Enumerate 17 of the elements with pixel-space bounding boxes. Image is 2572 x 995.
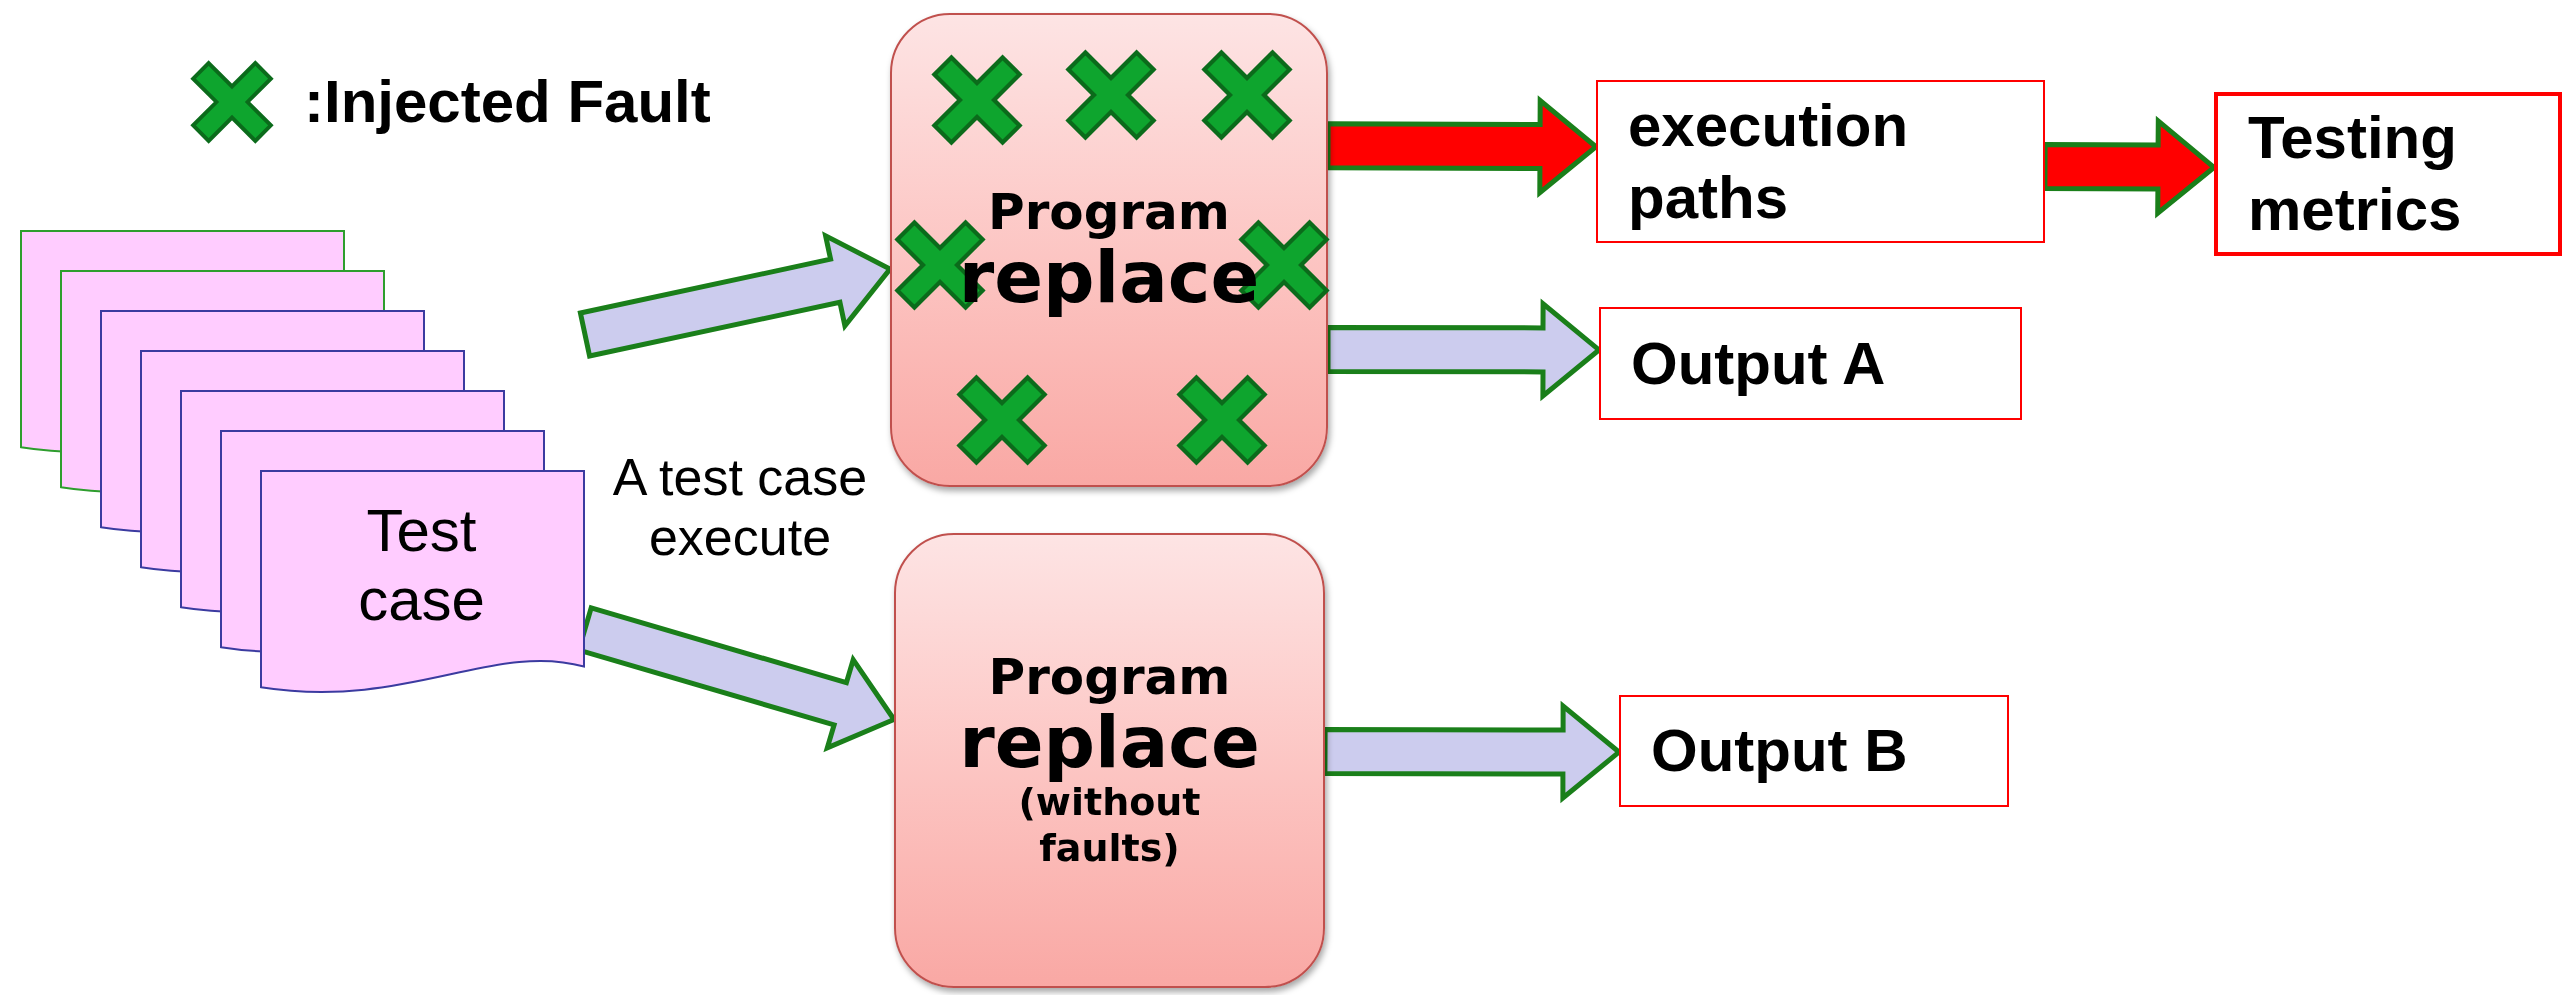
node-heading: Program bbox=[988, 649, 1231, 705]
output-box bbox=[2214, 92, 2562, 256]
annotation-text: A test case execute bbox=[611, 448, 869, 568]
node-text: execution paths bbox=[1628, 90, 1910, 233]
node-text: Testing metrics bbox=[2248, 103, 2463, 245]
program-name: replace bbox=[958, 239, 1260, 316]
node-text: Test case bbox=[357, 496, 486, 634]
output-box bbox=[1619, 695, 2009, 807]
output-box bbox=[1599, 307, 2022, 420]
program-box bbox=[890, 13, 1328, 487]
node-text: Output B bbox=[1651, 716, 1909, 786]
node-heading: Program bbox=[988, 184, 1230, 240]
program-box bbox=[894, 533, 1325, 988]
program-name: replace bbox=[959, 704, 1260, 781]
legend-text: :Injected Fault bbox=[304, 72, 711, 132]
node-text: Output A bbox=[1631, 328, 1887, 399]
output-box bbox=[1596, 80, 2045, 243]
